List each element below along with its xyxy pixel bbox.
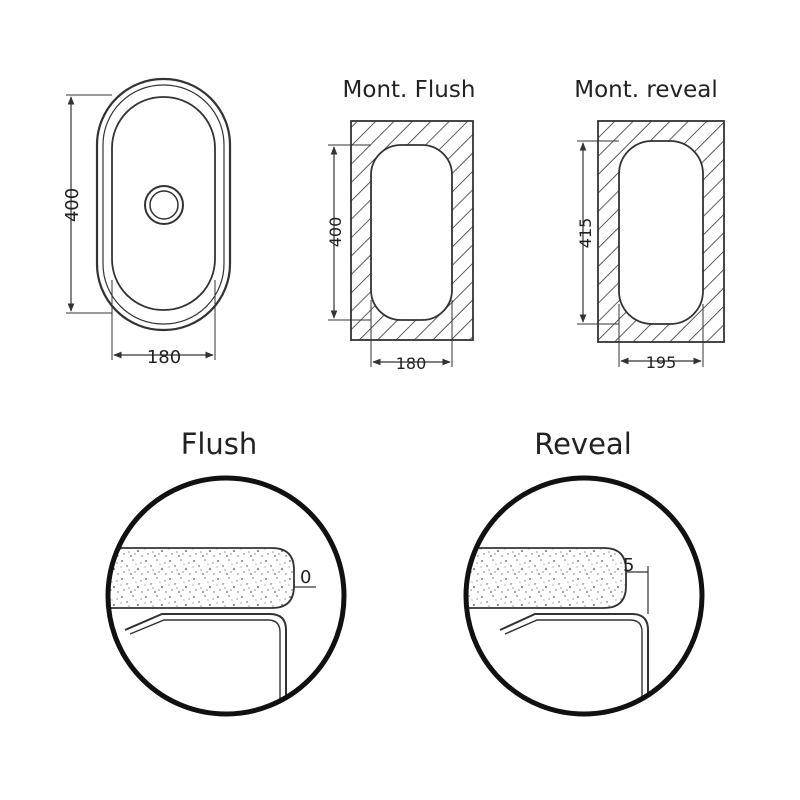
sink-rim-edge (102, 84, 225, 325)
height-dimension-label: 400 (62, 188, 83, 222)
cutout-opening (618, 140, 704, 325)
sink-bowl (111, 96, 216, 311)
sink-plan-view: 400 180 (62, 77, 232, 368)
sink-outer-rim (95, 77, 232, 332)
flush-detail-content (108, 547, 295, 714)
sink-wall-outer (124, 613, 287, 714)
mount-reveal-title: Mont. reveal (574, 77, 717, 103)
countertop-section (108, 547, 295, 609)
drain-inner (149, 190, 179, 220)
offset-label: 5 (623, 555, 634, 576)
mount-flush-title: Mont. Flush (343, 77, 476, 103)
mount-flush-cutout: Mont. Flush 400 180 (326, 77, 475, 373)
cutout-opening (370, 144, 453, 321)
mount-reveal-cutout: Mont. reveal 415 195 (574, 77, 725, 372)
height-dimension-label: 400 (326, 217, 345, 248)
width-dimension-label: 180 (396, 354, 427, 373)
reveal-detail-content (466, 547, 649, 714)
detail-circle (463, 475, 705, 717)
flush-detail: Flush 0 (105, 427, 347, 717)
detail-circle (105, 475, 347, 717)
width-dimension-label: 180 (147, 347, 181, 368)
flush-detail-title: Flush (181, 427, 258, 461)
width-dimension-label: 195 (646, 353, 677, 372)
countertop-section (466, 547, 627, 609)
drain-outer (144, 185, 184, 225)
sink-wall-inner (504, 619, 643, 714)
sink-wall-outer (499, 613, 649, 714)
sink-wall-inner (129, 619, 281, 714)
offset-label: 0 (300, 567, 311, 588)
height-dimension-label: 415 (576, 218, 595, 249)
reveal-detail: Reveal 5 (463, 427, 705, 717)
reveal-detail-title: Reveal (534, 427, 632, 461)
